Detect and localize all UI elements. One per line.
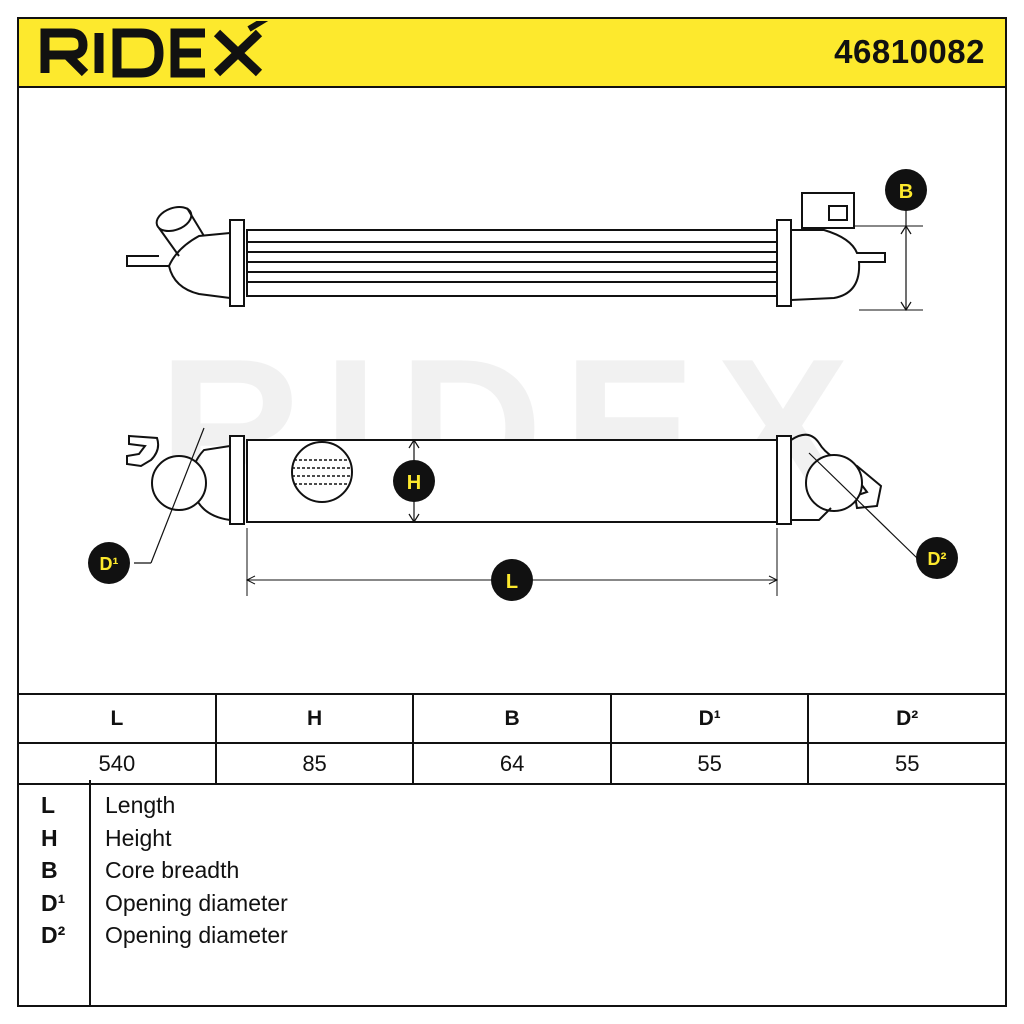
svg-text:B: B <box>899 181 913 203</box>
legend-key: L <box>41 792 56 818</box>
value-b: 64 <box>413 742 612 785</box>
legend-description: Height <box>105 825 172 851</box>
d2-leader <box>808 452 918 559</box>
svg-text:D²: D² <box>928 549 947 569</box>
dimensions-table: L H B D¹ D² 540 85 64 55 55 <box>19 693 1005 785</box>
callout-h: H <box>393 460 435 502</box>
header-l: L <box>19 693 217 743</box>
value-d2: 55 <box>808 742 1005 785</box>
header-h: H <box>215 693 415 743</box>
d1-leader <box>150 427 205 564</box>
technical-drawing: RIDEX <box>88 169 958 601</box>
legend: L Length H Height B Core breadth D¹ Open… <box>19 780 1005 1007</box>
svg-text:H: H <box>407 472 421 494</box>
legend-row: D² Opening diameter <box>19 922 1005 954</box>
svg-text:D¹: D¹ <box>100 554 119 574</box>
legend-description: Length <box>105 792 176 818</box>
dimension-b <box>854 206 923 312</box>
dimensions-value-row: 540 85 64 55 55 <box>19 742 1005 785</box>
top-view-intercooler <box>126 192 886 307</box>
legend-description: Core breadth <box>105 857 240 883</box>
legend-key: B <box>41 857 58 883</box>
legend-description: Opening diameter <box>105 890 288 916</box>
front-view-intercooler <box>126 433 883 525</box>
value-l: 540 <box>19 742 217 785</box>
product-sheet: 46810082 RIDEX <box>17 17 1007 1007</box>
header-d2: D² <box>808 693 1005 743</box>
dimensions-header-row: L H B D¹ D² <box>19 693 1005 743</box>
svg-text:L: L <box>506 571 518 593</box>
value-h: 85 <box>215 742 415 785</box>
part-number: 46810082 <box>834 33 985 70</box>
dimension-l <box>245 528 779 596</box>
legend-row: H Height <box>19 825 1005 857</box>
header-b: B <box>413 693 612 743</box>
legend-divider <box>89 780 91 1007</box>
brand-logo <box>40 21 269 78</box>
callout-d1: D¹ <box>88 542 130 584</box>
legend-row: D¹ Opening diameter <box>19 890 1005 922</box>
header-bar: 46810082 <box>19 19 1005 88</box>
callout-d2: D² <box>916 537 958 579</box>
callout-l: L <box>491 559 533 601</box>
legend-row: B Core breadth <box>19 857 1005 889</box>
header-d1: D¹ <box>610 693 810 743</box>
legend-key: H <box>41 825 58 851</box>
callout-b: B <box>885 169 927 211</box>
legend-description: Opening diameter <box>105 922 288 948</box>
legend-key: D² <box>41 922 66 948</box>
legend-row: L Length <box>19 792 1005 824</box>
legend-key: D¹ <box>41 890 66 916</box>
value-d1: 55 <box>610 742 810 785</box>
